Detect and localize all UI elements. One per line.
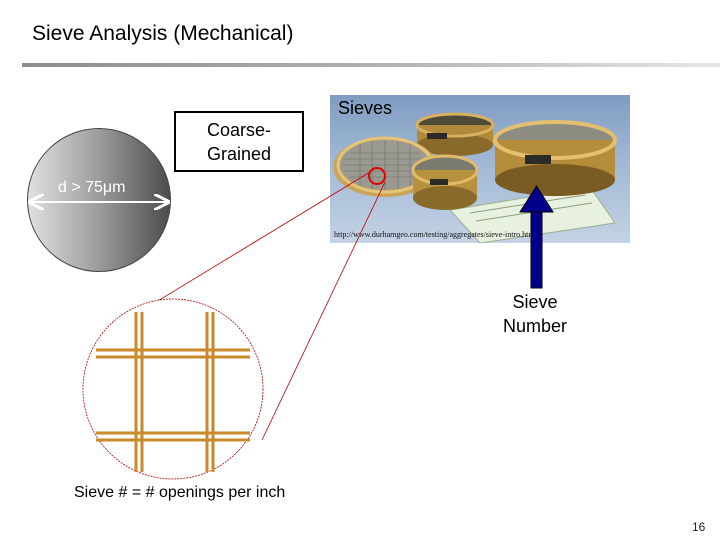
coarse-grained-box: Coarse- Grained — [174, 111, 304, 172]
mesh-zoom-circle — [82, 298, 264, 480]
slide-number: 16 — [692, 520, 706, 534]
zoom-line-right — [261, 181, 386, 441]
sieve-number-arrow-head — [519, 185, 554, 213]
diameter-label: d > 75μm — [58, 179, 126, 196]
mesh-caption: Sieve # = # openings per inch — [74, 484, 286, 501]
title-rule — [22, 63, 720, 67]
sieves-label: Sieves — [338, 98, 393, 118]
zoom-marker-circle — [368, 167, 386, 185]
source-url[interactable]: http://www.durhamgeo.com/testing/aggrega… — [334, 230, 535, 239]
sieves-illustration — [333, 112, 617, 243]
sieve-number-label: Sieve Number — [502, 292, 568, 336]
sieve-number-arrow-shaft — [530, 209, 543, 289]
slide-title: Sieve Analysis (Mechanical) — [32, 22, 294, 45]
sieve-mesh-wires — [96, 312, 250, 472]
sieve-photo: http://www.durhamgeo.com/testing/aggrega… — [330, 95, 630, 243]
